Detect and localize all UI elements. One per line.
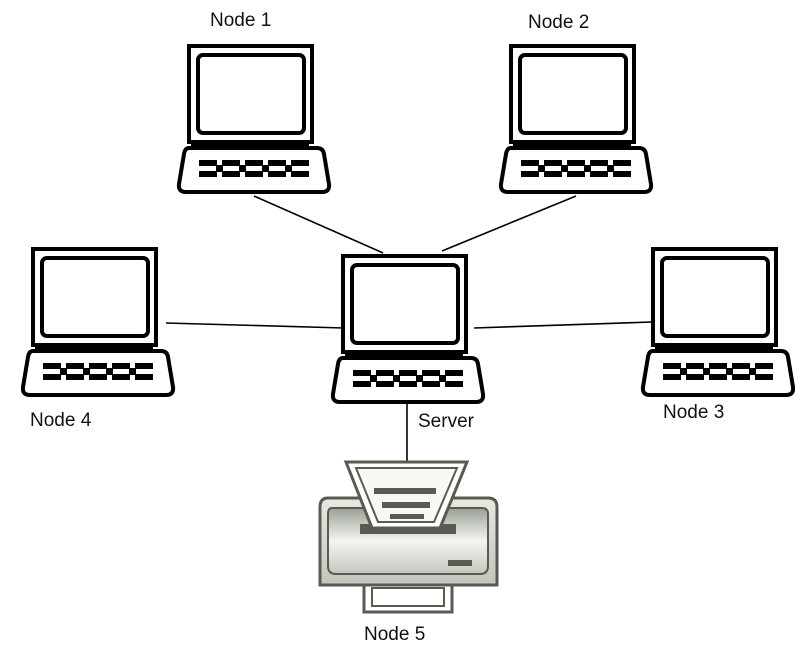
- node4-label: Node 4: [30, 410, 92, 431]
- node1-laptop-icon: [176, 44, 332, 194]
- node3-label: Node 3: [663, 402, 725, 423]
- link-node2-server: [441, 195, 577, 252]
- link-node4-server: [165, 322, 345, 329]
- node4-laptop-icon: [20, 247, 176, 397]
- node1-label: Node 1: [210, 10, 272, 31]
- server-laptop-icon: [330, 254, 486, 404]
- node5-printer-icon: [318, 460, 499, 614]
- node3-laptop-icon: [640, 247, 796, 397]
- link-node3-server: [473, 321, 653, 329]
- link-node1-server: [253, 195, 384, 254]
- node2-label: Node 2: [528, 12, 590, 33]
- connections: [165, 195, 653, 462]
- server-label: Server: [418, 411, 474, 432]
- node2-laptop-icon: [498, 44, 654, 194]
- node5-label: Node 5: [364, 624, 426, 645]
